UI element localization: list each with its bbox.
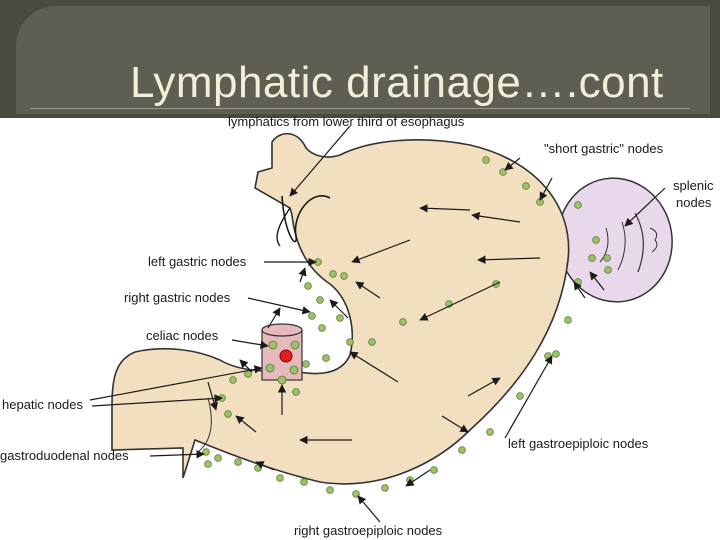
label-gastroduodenal-nodes: gastroduodenal nodes: [0, 448, 129, 463]
label-celiac-nodes: celiac nodes: [146, 328, 219, 343]
label-right-gastric-nodes: right gastric nodes: [124, 290, 231, 305]
label-hepatic-nodes: hepatic nodes: [2, 397, 83, 412]
label-right-gastroepiploic-nodes: right gastroepiploic nodes: [294, 523, 443, 538]
label-left-gastric-nodes: left gastric nodes: [148, 254, 247, 269]
slide-title: Lymphatic drainage….cont: [130, 58, 664, 107]
label-splenic: splenic: [673, 178, 714, 193]
slide-header: [0, 0, 720, 118]
label-left-gastroepiploic-nodes: left gastroepiploic nodes: [508, 436, 649, 451]
label-lymphatics-esophagus: lymphatics from lower third of esophagus: [228, 114, 465, 129]
stomach: [111, 132, 570, 485]
label-short-gastric-nodes: "short gastric" nodes: [544, 141, 664, 156]
header-panel: [16, 6, 710, 114]
label-splenic-nodes: nodes: [676, 195, 712, 210]
title-divider: [30, 108, 690, 109]
